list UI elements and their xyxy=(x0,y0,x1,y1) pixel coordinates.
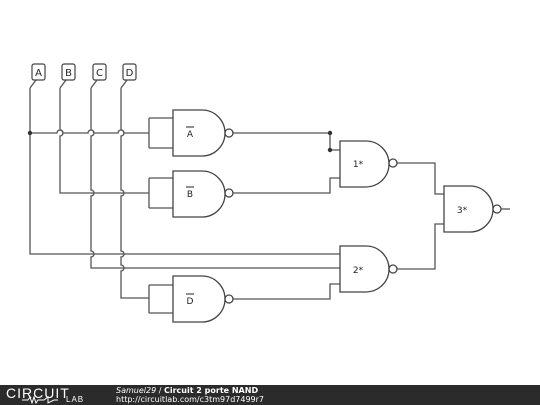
nand-gate-3[interactable]: 3* xyxy=(443,185,502,233)
input-pin-c[interactable]: C xyxy=(90,63,107,89)
separator: / xyxy=(156,386,164,395)
junction-not-a-1 xyxy=(327,130,333,136)
wire-a-to-not-a xyxy=(30,129,149,134)
input-pin-a[interactable]: A xyxy=(29,63,46,89)
nand-gate-not-a[interactable]: A xyxy=(148,109,234,157)
gate-label-2: 2* xyxy=(353,266,364,276)
gate-label-not-b: B xyxy=(187,190,193,200)
wire-not-a-to-gate1 xyxy=(233,132,340,151)
wire-gate2-to-gate3 xyxy=(397,223,444,270)
wire-input-a xyxy=(29,88,340,255)
footer-bar: CIRCUIT LAB Samuel29 / Circuit 2 porte N… xyxy=(0,385,540,405)
gate-label-1: 1* xyxy=(353,160,364,170)
nand-gate-not-b[interactable]: B xyxy=(148,170,234,218)
input-label-a: A xyxy=(35,68,42,79)
nand-gate-2[interactable]: 2* xyxy=(339,245,398,293)
input-label-b: B xyxy=(65,68,72,79)
wire-not-d-to-gate2 xyxy=(233,283,340,300)
input-pin-d[interactable]: D xyxy=(120,63,137,89)
wire-input-d xyxy=(120,88,149,299)
wire-input-b xyxy=(59,88,149,194)
circuit-title: Circuit 2 porte NAND xyxy=(163,386,259,395)
circuitlab-logo-sub: LAB xyxy=(66,395,85,404)
footer-author-title: Samuel29 / Circuit 2 porte NAND xyxy=(116,386,258,395)
gate-label-not-d: D xyxy=(187,297,194,307)
input-label-d: D xyxy=(126,68,134,79)
circuit-url[interactable]: http://circuitlab.com/c3tm97d7499r7 xyxy=(116,395,265,404)
logo-waveform-icon xyxy=(22,396,58,404)
circuitlab-logo: CIRCUIT xyxy=(6,385,70,401)
nand-gate-1[interactable]: 1* xyxy=(339,140,398,188)
junction-not-a-2 xyxy=(327,147,333,153)
nand-gate-not-d[interactable]: D xyxy=(148,275,234,323)
gate-label-not-a: A xyxy=(187,130,194,140)
wire-not-b-to-gate1 xyxy=(233,177,340,194)
junction-a xyxy=(27,130,33,136)
author-link[interactable]: Samuel29 xyxy=(116,386,157,395)
input-pin-b[interactable]: B xyxy=(59,63,76,89)
input-label-c: C xyxy=(96,68,103,79)
gate-label-3: 3* xyxy=(457,206,468,216)
wire-gate1-to-gate3 xyxy=(397,162,444,195)
